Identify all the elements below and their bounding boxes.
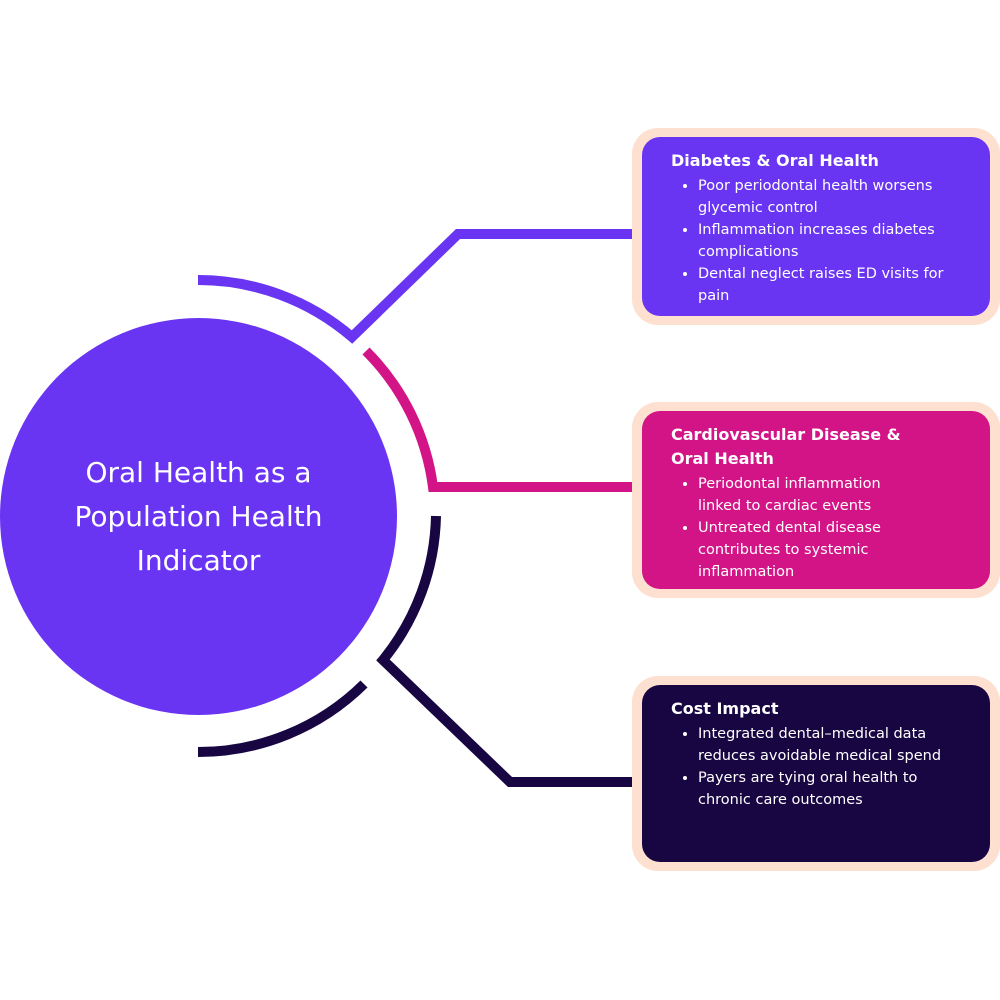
bullet-item: Untreated dental disease contributes to … — [698, 517, 928, 583]
card-cardiovascular: Cardiovascular Disease & Oral Health Per… — [632, 402, 1000, 598]
arc-lower — [197, 680, 368, 758]
bullet-item: Payers are tying oral health to chronic … — [698, 767, 963, 811]
card-title: Cost Impact — [671, 699, 779, 718]
bullet-item: Integrated dental–medical data reduces a… — [698, 723, 963, 767]
bullet-item: Inflammation increases diabetes complica… — [698, 219, 978, 263]
bullet-item: Poor periodontal health worsens glycemic… — [698, 175, 978, 219]
card-diabetes: Diabetes & Oral Health Poor periodontal … — [632, 128, 1000, 325]
bullet-item: Periodontal inflammation linked to cardi… — [698, 473, 928, 517]
central-hub-circle: Oral Health as a Population Health Indic… — [0, 318, 397, 715]
connector-cardiovascular — [362, 347, 632, 492]
bullet-item: Dental neglect raises ED visits for pain — [698, 263, 978, 307]
card-title: Cardiovascular Disease & Oral Health — [671, 425, 901, 468]
card-cost-impact: Cost Impact Integrated dental–medical da… — [632, 676, 1000, 871]
hub-title: Oral Health as a Population Health Indic… — [74, 455, 323, 577]
connector-cost — [376, 515, 632, 787]
card-title: Diabetes & Oral Health — [671, 151, 879, 170]
connector-diabetes — [197, 229, 632, 344]
